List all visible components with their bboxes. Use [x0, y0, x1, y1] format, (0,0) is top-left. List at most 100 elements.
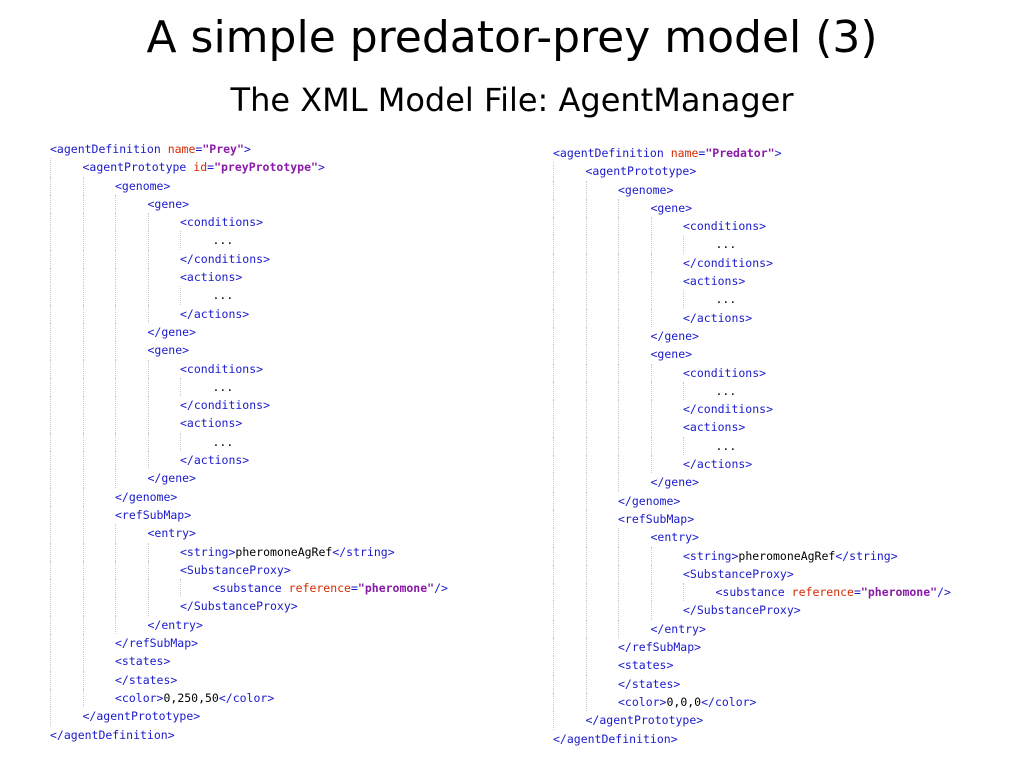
indent-guide	[50, 432, 51, 452]
indent-guide	[115, 615, 116, 635]
code-text: ...	[716, 382, 737, 400]
indent-guide	[115, 322, 116, 342]
indent-guide	[683, 381, 684, 401]
code-token-tag: </genome>	[618, 493, 681, 508]
code-token-tag: </agentDefinition>	[553, 731, 678, 746]
indent-guide	[50, 634, 51, 653]
code-token-attr: reference	[288, 581, 351, 596]
indent-guide	[585, 601, 587, 620]
indent-guide	[82, 268, 84, 287]
code-token-tag: <genome>	[115, 178, 171, 193]
indent-guide	[82, 579, 84, 598]
code-text: <gene>	[148, 341, 190, 359]
indent-guide	[585, 235, 587, 254]
code-text: <gene>	[651, 345, 693, 363]
indent-guide	[618, 583, 619, 602]
code-text: <refSubMap>	[618, 510, 694, 528]
indent-guide	[553, 290, 554, 309]
indent-guide	[82, 176, 84, 195]
code-text: <entry>	[148, 524, 196, 542]
code-text: </agentPrototype>	[586, 711, 704, 729]
code-token-tag: </SubstanceProxy>	[180, 599, 298, 614]
code-text: </gene>	[651, 473, 699, 491]
code-token-tag: </conditions>	[180, 251, 271, 266]
code-token-tag: <actions>	[683, 420, 746, 435]
indent-guide	[82, 396, 84, 415]
code-text: <substance reference="pheromone"/>	[716, 583, 951, 601]
indent-guide	[553, 601, 554, 620]
code-text: <agentPrototype>	[586, 162, 697, 180]
code-token-tag: <actions>	[683, 274, 746, 289]
code-token-tag: </actions>	[180, 453, 250, 468]
indent-guide	[618, 363, 619, 382]
indent-guide	[618, 400, 619, 419]
indent-guide	[553, 583, 554, 602]
code-token-tag: </genome>	[115, 489, 178, 504]
indent-guide	[683, 235, 684, 254]
indent-guide	[650, 217, 652, 236]
code-token-tag: </actions>	[683, 310, 753, 325]
indent-guide	[683, 290, 684, 309]
indent-guide	[585, 418, 587, 437]
indent-guide	[618, 528, 619, 547]
code-text: </actions>	[180, 451, 249, 469]
indent-guide	[50, 579, 51, 598]
indent-guide	[50, 451, 51, 470]
indent-guide	[585, 180, 587, 199]
indent-guide	[618, 601, 619, 620]
indent-guide	[553, 400, 554, 419]
indent-guide	[618, 418, 619, 437]
indent-guide	[650, 418, 652, 437]
code-text: </agentPrototype>	[83, 707, 201, 725]
code-text: <string>pheromoneAgRef</string>	[683, 547, 898, 565]
indent-guide	[650, 546, 652, 565]
indent-guide	[82, 524, 84, 543]
code-token-tag: <substance	[715, 585, 792, 600]
indent-guide	[650, 400, 652, 419]
indent-guide	[618, 345, 619, 364]
indent-guide	[50, 322, 51, 342]
indent-guide	[50, 652, 51, 671]
indent-guide	[147, 432, 149, 452]
code-text: </agentDefinition>	[553, 730, 678, 748]
indent-guide	[147, 213, 149, 232]
indent-guide	[618, 455, 619, 474]
indent-guide	[82, 652, 84, 671]
indent-guide	[585, 638, 587, 657]
indent-guide	[585, 473, 587, 492]
indent-guide	[82, 322, 84, 342]
code-token-val: "Predator"	[705, 146, 775, 160]
code-token-tag: </gene>	[147, 471, 196, 486]
code-text: </gene>	[148, 469, 196, 487]
code-text: <substance reference="pheromone"/>	[213, 579, 448, 597]
indent-guide	[115, 359, 116, 378]
indent-guide	[82, 634, 84, 653]
indent-guide	[585, 564, 587, 584]
indent-guide	[585, 436, 587, 456]
code-text: <color>0,0,0</color>	[618, 693, 756, 711]
code-text: ...	[716, 290, 737, 308]
indent-guide	[115, 524, 116, 543]
indent-guide	[147, 231, 149, 250]
indent-guide	[115, 213, 116, 232]
code-token-tag: />	[937, 585, 951, 600]
indent-guide	[115, 304, 116, 323]
code-text: </SubstanceProxy>	[683, 601, 801, 619]
slide-subtitle: The XML Model File: AgentManager	[230, 81, 794, 119]
indent-guide	[585, 546, 587, 565]
indent-guide	[147, 359, 149, 378]
indent-guide	[115, 286, 116, 305]
indent-guide	[115, 451, 116, 470]
indent-guide	[147, 579, 149, 598]
indent-guide	[553, 564, 554, 584]
code-token-plain: ...	[212, 379, 234, 394]
indent-guide	[82, 505, 84, 525]
indent-guide	[147, 377, 149, 397]
indent-guide	[585, 692, 587, 712]
indent-guide	[82, 359, 84, 378]
code-text: </states>	[618, 675, 680, 693]
indent-guide	[553, 674, 554, 693]
indent-guide	[115, 579, 116, 598]
indent-guide	[683, 436, 684, 456]
code-text: <genome>	[115, 177, 170, 195]
